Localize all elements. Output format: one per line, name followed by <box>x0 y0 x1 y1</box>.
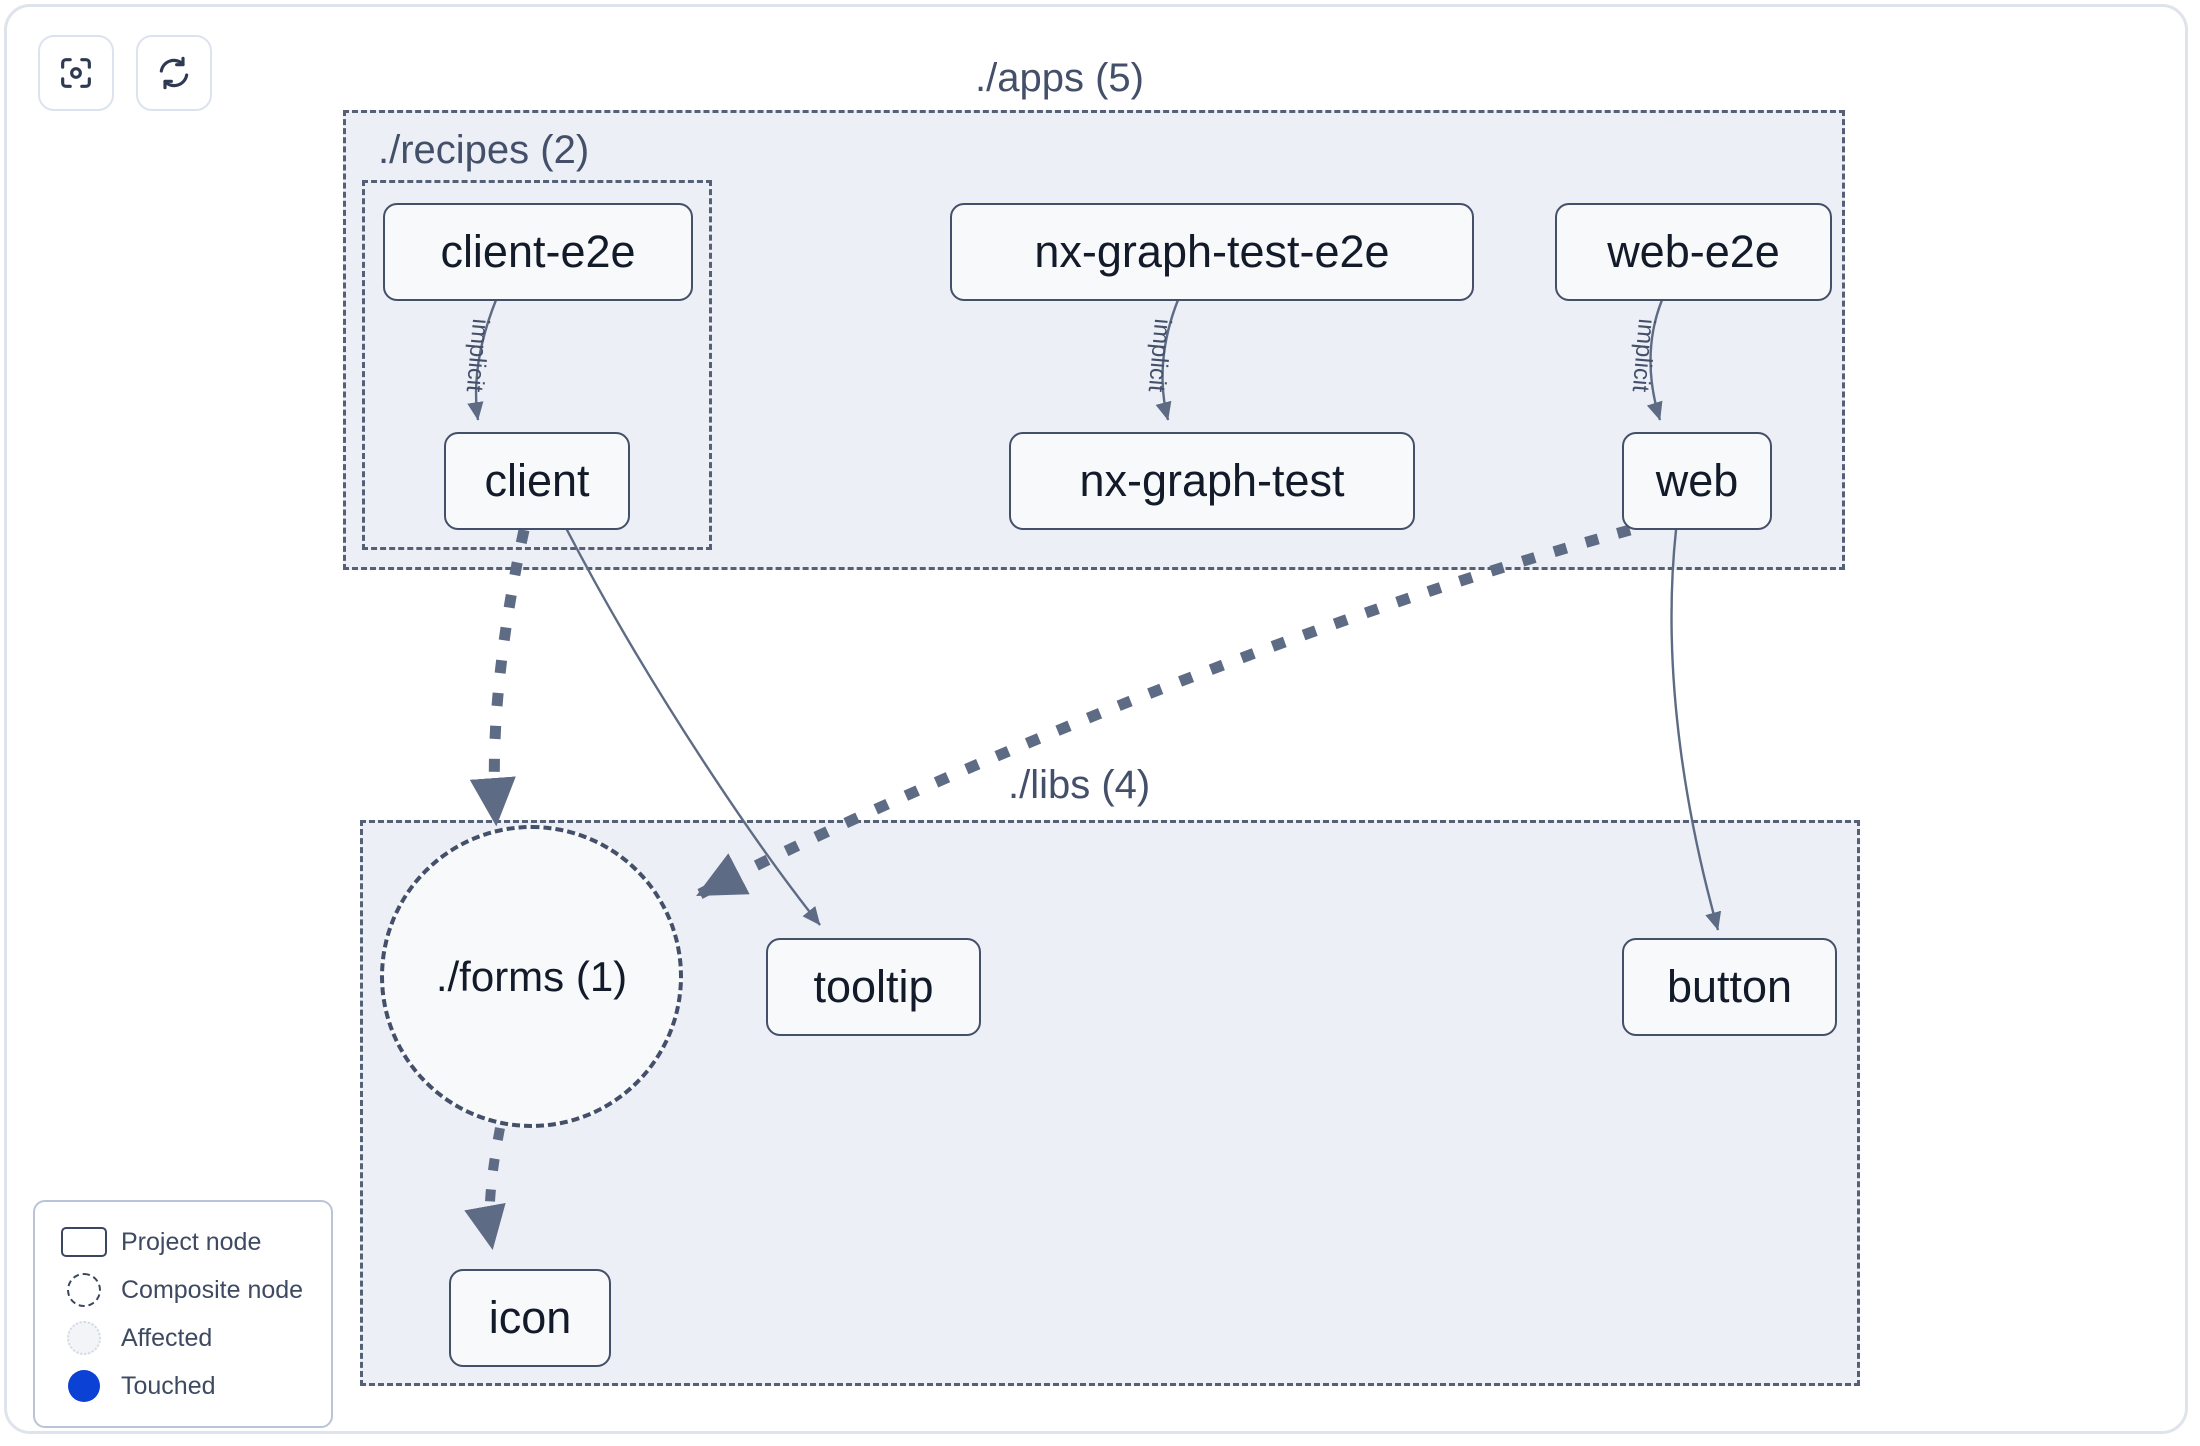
node-tooltip[interactable]: tooltip <box>766 938 981 1036</box>
node-web-e2e-label: web-e2e <box>1607 226 1780 277</box>
legend-item-affected: Affected <box>53 1314 311 1362</box>
node-client-label: client <box>484 455 590 506</box>
legend-label-composite-node: Composite node <box>121 1275 304 1304</box>
legend-item-touched: Touched <box>53 1362 311 1410</box>
node-web-e2e[interactable]: web-e2e <box>1555 203 1832 301</box>
node-nx-graph-test-e2e-label: nx-graph-test-e2e <box>1034 226 1390 277</box>
focus-graph-button[interactable] <box>38 35 114 111</box>
node-web[interactable]: web <box>1622 432 1772 530</box>
edge-client-to-forms <box>469 528 530 827</box>
project-node-swatch-icon <box>53 1227 115 1257</box>
node-icon[interactable]: icon <box>449 1269 611 1367</box>
group-libs-label: ./libs (4) <box>1008 763 1151 807</box>
node-nx-graph-test-e2e[interactable]: nx-graph-test-e2e <box>950 203 1474 301</box>
node-icon-label: icon <box>488 1292 572 1343</box>
graph-toolbar <box>38 35 212 111</box>
node-web-label: web <box>1655 455 1739 506</box>
focus-icon <box>56 53 96 93</box>
node-client-e2e-label: client-e2e <box>440 226 636 277</box>
node-button-label: button <box>1666 961 1793 1012</box>
node-nx-graph-test-label: nx-graph-test <box>1079 455 1345 506</box>
graph-legend: Project node Composite node Affected Tou… <box>33 1200 333 1428</box>
legend-item-project-node: Project node <box>53 1218 311 1266</box>
legend-label-touched: Touched <box>121 1371 216 1400</box>
composite-node-swatch-icon <box>53 1273 115 1307</box>
legend-label-affected: Affected <box>121 1323 213 1352</box>
node-forms[interactable]: ./forms (1) <box>380 825 683 1128</box>
node-button[interactable]: button <box>1622 938 1837 1036</box>
refresh-icon <box>154 53 194 93</box>
touched-swatch-icon <box>53 1370 115 1402</box>
node-client[interactable]: client <box>444 432 630 530</box>
group-recipes-label: ./recipes (2) <box>378 128 590 172</box>
group-apps-label: ./apps (5) <box>975 56 1144 100</box>
node-forms-label: ./forms (1) <box>435 952 628 1000</box>
legend-item-composite-node: Composite node <box>53 1266 311 1314</box>
node-client-e2e[interactable]: client-e2e <box>383 203 693 301</box>
refresh-graph-button[interactable] <box>136 35 212 111</box>
legend-label-project-node: Project node <box>121 1227 262 1256</box>
node-nx-graph-test[interactable]: nx-graph-test <box>1009 432 1415 530</box>
affected-swatch-icon <box>53 1321 115 1355</box>
node-tooltip-label: tooltip <box>813 961 934 1012</box>
